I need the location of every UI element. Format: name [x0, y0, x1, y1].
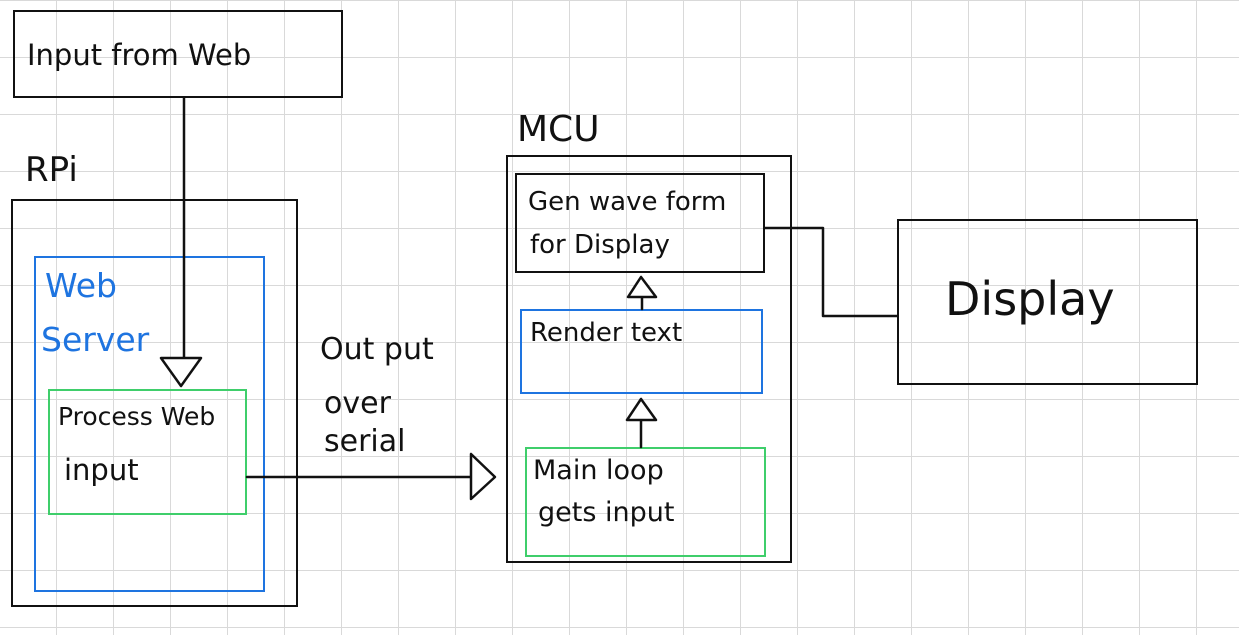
- gen-waveform-label-line1: Gen wave form: [528, 187, 727, 217]
- connector-gen-to-display: [763, 226, 899, 318]
- arrowhead-right-icon: [469, 452, 497, 501]
- main-loop-box: [525, 447, 766, 557]
- rpi-box: [11, 199, 298, 607]
- process-web-input-label-line2: input: [64, 453, 139, 487]
- display-box: [897, 219, 1198, 385]
- process-web-input-label-line1: Process Web: [58, 402, 216, 431]
- rpi-label: RPi: [25, 150, 78, 190]
- render-text-label: Render text: [530, 318, 683, 348]
- mcu-label: MCU: [517, 109, 600, 150]
- serial-note-line1: Out put: [320, 332, 434, 367]
- gen-waveform-box: [515, 173, 765, 273]
- main-loop-label-line1: Main loop: [533, 455, 664, 486]
- input-from-web-box: [13, 10, 343, 98]
- input-from-web-label: Input from Web: [27, 38, 252, 72]
- serial-note-line2: over: [324, 386, 391, 421]
- serial-note-line3: serial: [324, 424, 406, 459]
- main-loop-label-line2: gets input: [538, 497, 675, 528]
- web-server-label-line2: Server: [41, 320, 150, 359]
- arrowhead-down-icon: [159, 356, 203, 388]
- arrowhead-up-icon-lower: [625, 397, 658, 422]
- display-label: Display: [945, 272, 1115, 326]
- process-web-input-box: [48, 389, 247, 515]
- web-server-box: [34, 256, 265, 592]
- mcu-box: [506, 155, 792, 563]
- web-server-label-line1: Web: [45, 266, 117, 305]
- gen-waveform-label-line2: for Display: [530, 230, 670, 260]
- arrowhead-up-icon-upper: [626, 275, 658, 299]
